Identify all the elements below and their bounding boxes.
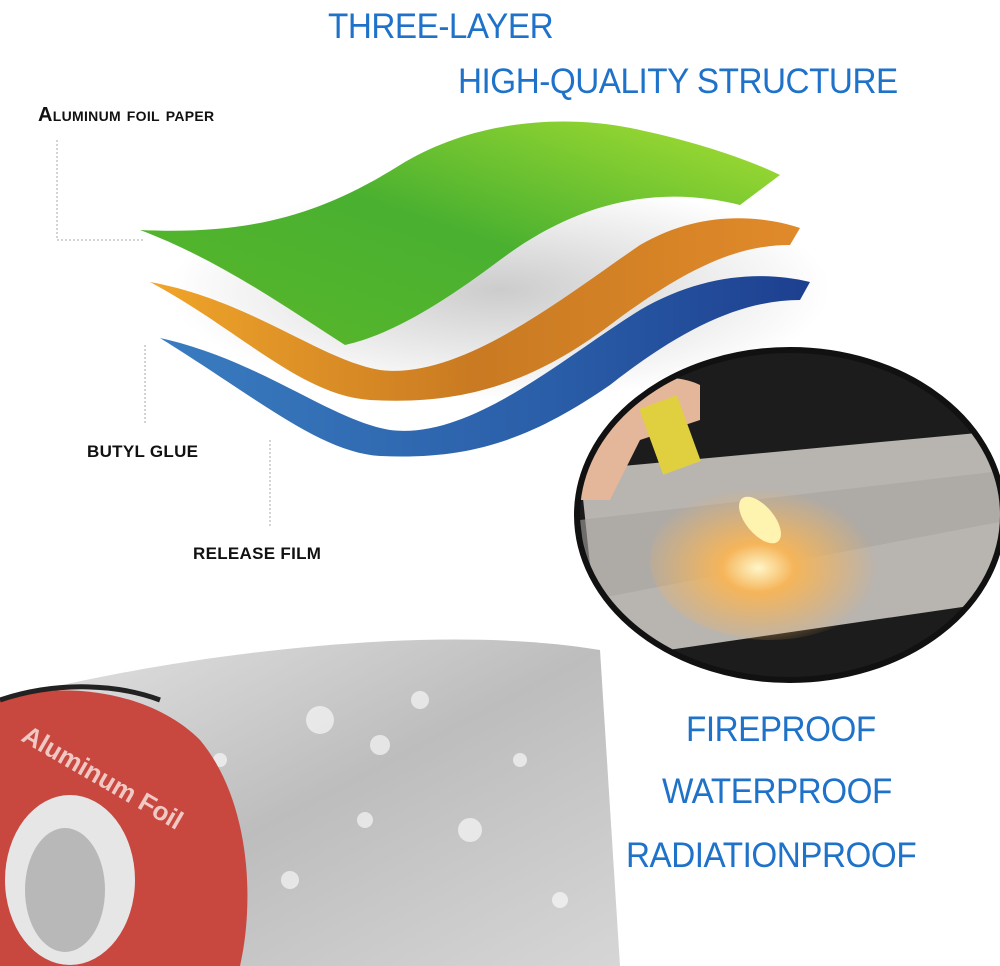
- label-aluminum-foil-paper: Aluminum foil paper: [38, 104, 215, 126]
- feature-radiationproof: RADIATIONPROOF: [626, 836, 917, 875]
- fireproof-photo: [577, 350, 1000, 680]
- leader-lines: [56, 140, 271, 528]
- feature-waterproof: WATERPROOF: [662, 772, 892, 811]
- feature-fireproof: FIREPROOF: [686, 710, 876, 749]
- headline-line-2: HIGH-QUALITY STRUCTURE: [458, 62, 898, 101]
- layer-aluminum-foil: [140, 121, 780, 345]
- layer-butyl-glue: [150, 218, 800, 401]
- label-butyl-glue: BUTYL GLUE: [87, 442, 199, 461]
- tape-roll: Aluminum Foil: [0, 639, 620, 966]
- layer-release-film: [160, 276, 810, 457]
- headline-line-1: THREE-LAYER: [328, 7, 554, 46]
- label-release-film: RELEASE FILM: [193, 544, 322, 563]
